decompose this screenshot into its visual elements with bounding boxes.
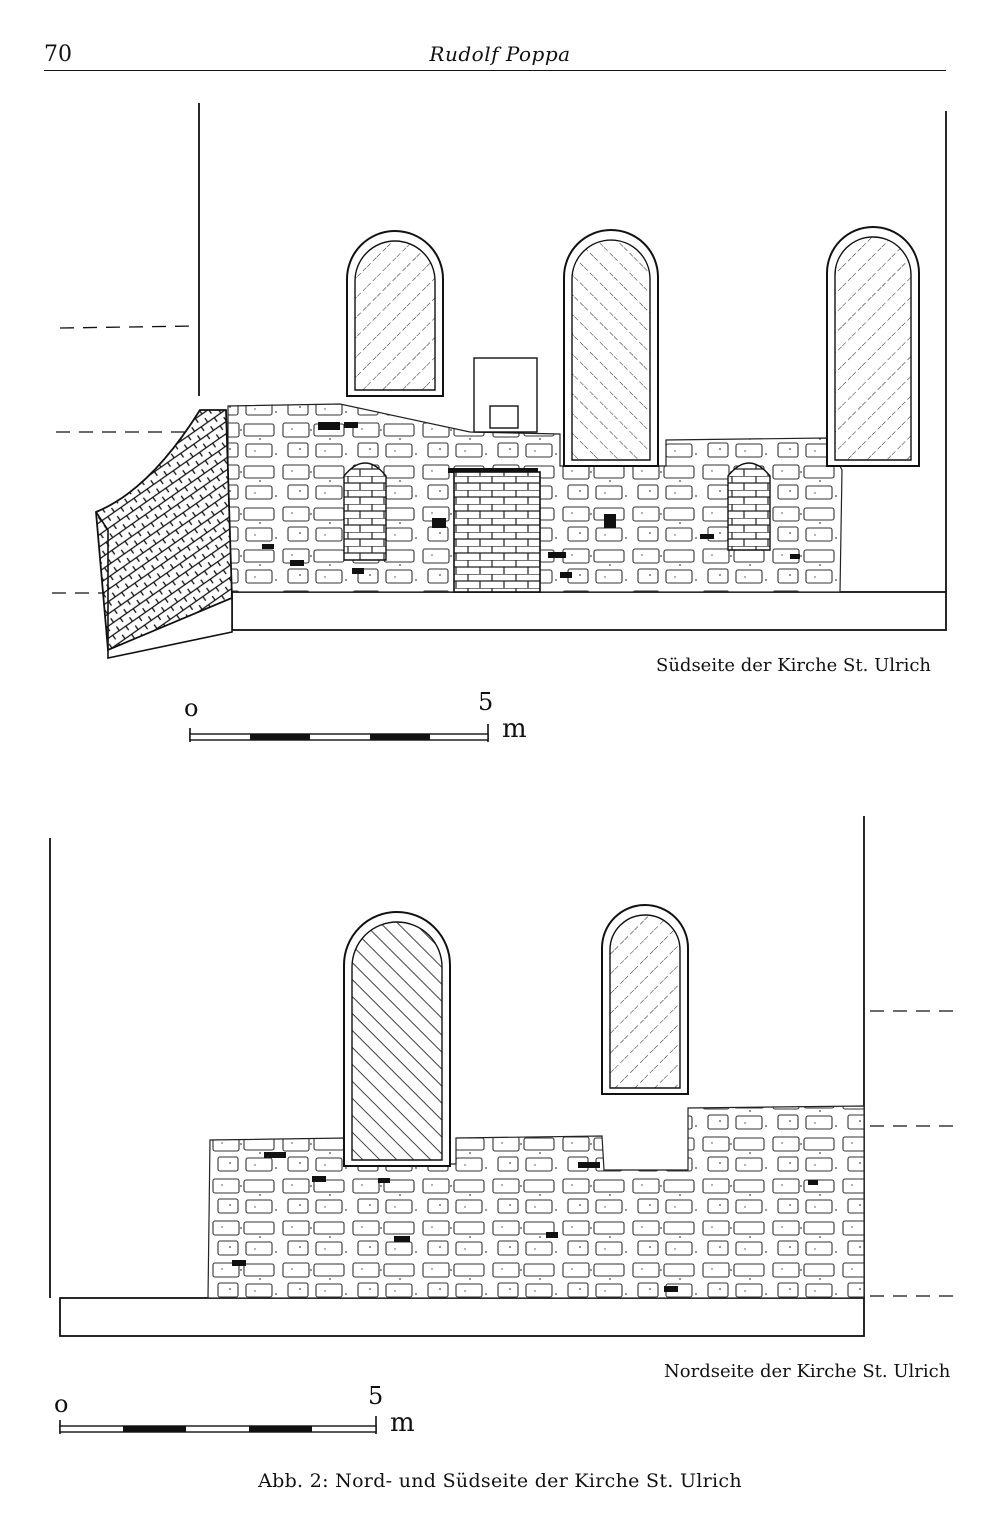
north-scale-end: 5	[368, 1382, 384, 1410]
header-rule	[44, 70, 946, 71]
south-scale-bar	[189, 724, 489, 742]
south-window-3	[826, 226, 920, 467]
north-masonry	[207, 1105, 865, 1299]
south-elevation	[52, 103, 947, 659]
north-scale-unit: m	[390, 1408, 415, 1438]
south-window-2	[563, 229, 659, 467]
running-title: Rudolf Poppa	[429, 42, 571, 66]
south-annex-roof	[95, 409, 233, 652]
south-caption: Südseite der Kirche St. Ulrich	[656, 655, 932, 676]
north-elevation	[49, 816, 954, 1337]
north-scale-bar	[59, 1416, 377, 1434]
south-scale-unit: m	[502, 714, 527, 744]
page-number: 70	[44, 42, 72, 67]
south-dark-stones	[262, 422, 800, 578]
north-scale-start: o	[54, 1390, 69, 1418]
north-caption: Nordseite der Kirche St. Ulrich	[664, 1361, 951, 1382]
north-level-marks	[870, 1010, 954, 1297]
south-blocked-door-3	[727, 462, 771, 551]
south-level-marks	[52, 325, 198, 594]
south-scale-start: o	[184, 694, 199, 722]
south-window-1	[346, 230, 444, 397]
north-window-1	[343, 911, 451, 1167]
south-scale-end: 5	[478, 688, 494, 716]
figure-caption: Abb. 2: Nord- und Südseite der Kirche St…	[258, 1470, 742, 1492]
south-blocked-door-2	[453, 471, 541, 593]
north-dark-stones	[232, 1152, 818, 1292]
south-small-opening	[473, 357, 538, 433]
south-blocked-door-1	[343, 462, 387, 561]
north-window-2	[601, 904, 689, 1095]
